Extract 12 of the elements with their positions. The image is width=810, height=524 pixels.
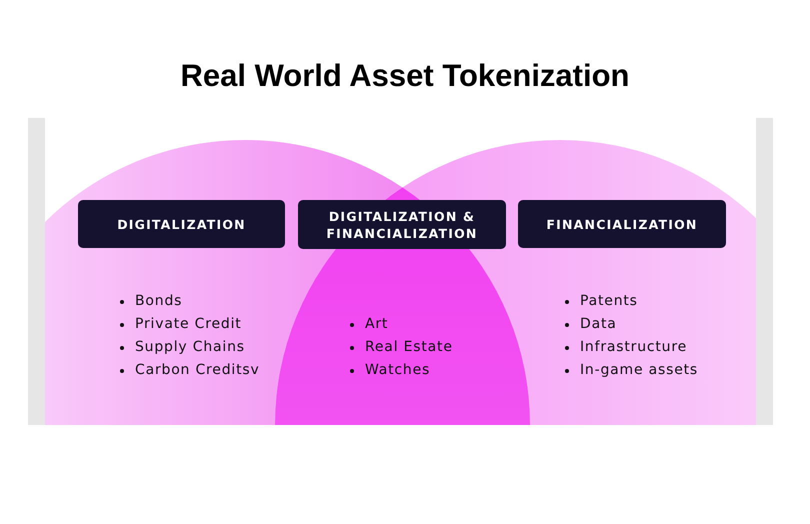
list-item: Carbon Creditsv xyxy=(135,361,260,380)
list-item: Watches xyxy=(365,361,430,380)
list-item: Data xyxy=(580,315,617,334)
list-item: In-game assets xyxy=(580,361,698,380)
list-item: Patents xyxy=(580,292,638,311)
list-item: Bonds xyxy=(135,292,182,311)
title: Real World Asset Tokenization xyxy=(179,58,630,94)
list-item: Infrastructure xyxy=(580,338,687,357)
list-item: Real Estate xyxy=(365,338,453,357)
list-item: Art xyxy=(365,315,388,334)
list-item: Supply Chains xyxy=(135,338,245,357)
list-item: Private Credit xyxy=(135,315,242,334)
